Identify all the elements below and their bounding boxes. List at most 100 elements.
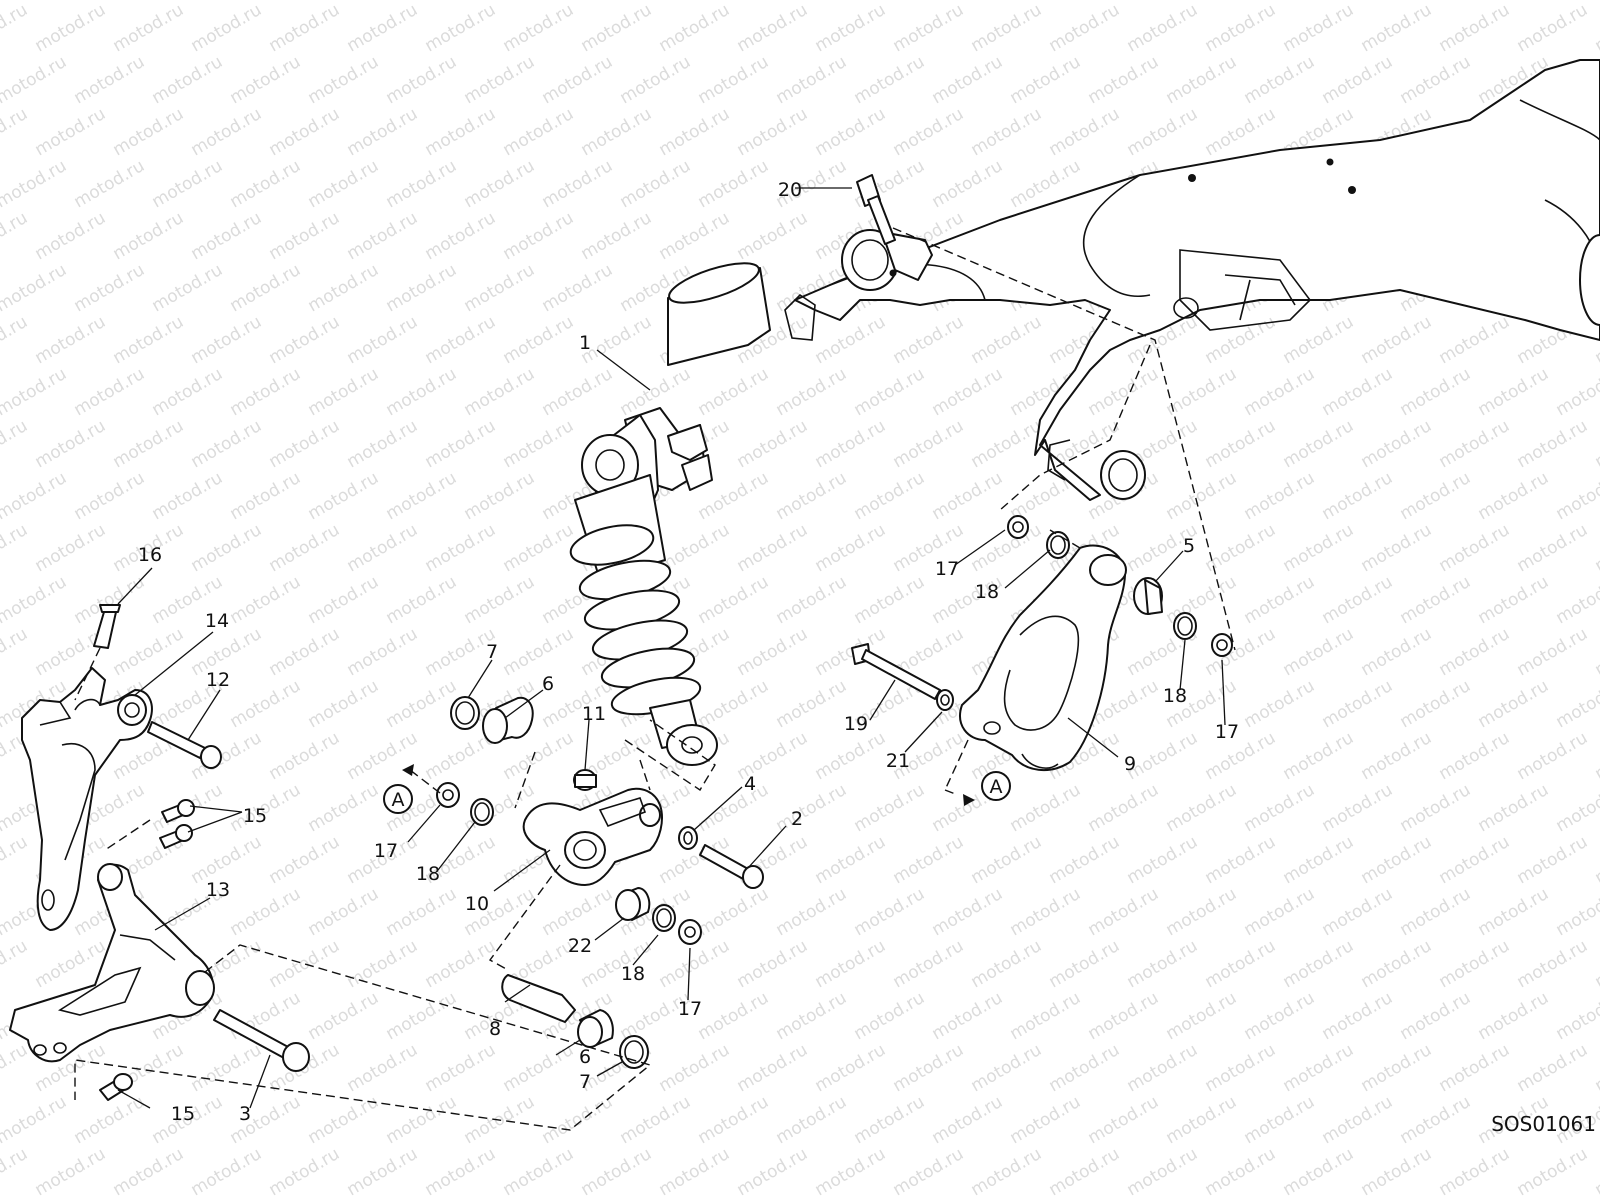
watermark-text: motod.ru: [1319, 0, 1397, 4]
watermark-text: motod.ru: [1280, 1144, 1358, 1200]
watermark-text: motod.ru: [968, 312, 1046, 368]
watermark-text: motod.ru: [1514, 624, 1592, 680]
watermark-text: motod.ru: [1397, 988, 1475, 1044]
watermark-text: motod.ru: [1319, 676, 1397, 732]
watermark-text: motod.ru: [695, 1092, 773, 1148]
part-labels: 1 2 3 4 5 6 7 8 9 10 11 12 13 14 15 15 1…: [138, 179, 1239, 1125]
watermark-text: motod.ru: [0, 104, 31, 160]
part-label-5: 5: [1183, 535, 1195, 557]
watermark-text: motod.ru: [110, 416, 188, 472]
watermark-text: motod.ru: [1046, 1040, 1124, 1096]
watermark-text: motod.ru: [929, 364, 1007, 420]
watermark-text: motod.ru: [305, 156, 383, 212]
watermark-text: motod.ru: [1007, 884, 1085, 940]
reference-marker-left: A: [383, 764, 414, 814]
watermark-text: motod.ru: [422, 312, 500, 368]
watermark-text: motod.ru: [1241, 0, 1319, 4]
watermark-text: motod.ru: [32, 0, 110, 56]
watermark-text: motod.ru: [1124, 1040, 1202, 1096]
watermark-text: motod.ru: [1202, 936, 1280, 992]
watermark-text: motod.ru: [890, 832, 968, 888]
watermark-text: motod.ru: [110, 624, 188, 680]
watermark-text: motod.ru: [422, 1144, 500, 1200]
watermark-text: motod.ru: [305, 780, 383, 836]
watermark-text: motod.ru: [383, 676, 461, 732]
watermark-text: motod.ru: [344, 1040, 422, 1096]
watermark-text: motod.ru: [461, 156, 539, 212]
watermark-text: motod.ru: [344, 208, 422, 264]
watermark-text: motod.ru: [773, 1092, 851, 1148]
watermark-text: motod.ru: [422, 104, 500, 160]
watermark-text: motod.ru: [1241, 884, 1319, 940]
watermark-text: motod.ru: [1163, 468, 1241, 524]
watermark-text: motod.ru: [266, 312, 344, 368]
watermark-text: motod.ru: [32, 1144, 110, 1200]
watermark-text: motod.ru: [1280, 1040, 1358, 1096]
part-label-6: 6: [542, 673, 554, 695]
watermark-text: motod.ru: [851, 52, 929, 108]
watermark-text: motod.ru: [851, 988, 929, 1044]
watermark-text: motod.ru: [1475, 0, 1553, 4]
part-label-17: 17: [1215, 721, 1239, 743]
part-label-3: 3: [239, 1103, 251, 1125]
watermark-text: motod.ru: [1553, 780, 1600, 836]
watermark-text: motod.ru: [344, 624, 422, 680]
watermark-text: motod.ru: [227, 52, 305, 108]
watermark-text: motod.ru: [461, 364, 539, 420]
watermark-text: motod.ru: [968, 1144, 1046, 1200]
watermark-text: motod.ru: [695, 780, 773, 836]
watermark-text: motod.ru: [1514, 832, 1592, 888]
watermark-text: motod.ru: [344, 104, 422, 160]
watermark-text: motod.ru: [1319, 52, 1397, 108]
watermark-text: motod.ru: [1124, 1144, 1202, 1200]
bolt-16: [93, 604, 121, 649]
watermark-text: motod.ru: [890, 1144, 968, 1200]
watermark-text: motod.ru: [1436, 0, 1514, 56]
watermark-text: motod.ru: [1514, 936, 1592, 992]
watermark-text: motod.ru: [461, 0, 539, 4]
watermark-text: motod.ru: [0, 468, 70, 524]
watermark-text: motod.ru: [1514, 1144, 1592, 1200]
watermark-text: motod.ru: [1241, 52, 1319, 108]
watermark-text: motod.ru: [227, 468, 305, 524]
watermark-text: motod.ru: [0, 312, 31, 368]
watermark-text: motod.ru: [812, 936, 890, 992]
watermark-text: motod.ru: [1319, 780, 1397, 836]
watermark-text: motod.ru: [656, 936, 734, 992]
watermark-text: motod.ru: [1124, 936, 1202, 992]
watermark-text: motod.ru: [656, 1144, 734, 1200]
watermark-text: motod.ru: [968, 832, 1046, 888]
watermark-text: motod.ru: [1475, 676, 1553, 732]
watermark-text: motod.ru: [656, 104, 734, 160]
watermark-text: motod.ru: [968, 1040, 1046, 1096]
watermark-text: motod.ru: [539, 260, 617, 316]
part-label-18: 18: [621, 963, 645, 985]
part-label-7: 7: [579, 1071, 591, 1093]
watermark-text: motod.ru: [1280, 520, 1358, 576]
watermark-text: motod.ru: [539, 0, 617, 4]
watermark-text: motod.ru: [500, 0, 578, 56]
part-label-6: 6: [579, 1046, 591, 1068]
watermark-text: motod.ru: [539, 156, 617, 212]
watermark-text: motod.ru: [695, 884, 773, 940]
watermark-text: motod.ru: [1514, 416, 1592, 472]
watermark-text: motod.ru: [1124, 0, 1202, 56]
part-label-15: 15: [171, 1103, 195, 1125]
watermark-text: motod.ru: [1358, 0, 1436, 56]
watermark-text: motod.ru: [500, 208, 578, 264]
part-label-18: 18: [975, 581, 999, 603]
watermark-text: motod.ru: [1085, 1092, 1163, 1148]
watermark-text: motod.ru: [734, 0, 812, 56]
watermark-text: motod.ru: [851, 1092, 929, 1148]
watermark-text: motod.ru: [929, 1092, 1007, 1148]
watermark-text: motod.ru: [539, 884, 617, 940]
watermark-text: motod.ru: [734, 936, 812, 992]
watermark-text: motod.ru: [1163, 572, 1241, 628]
watermark-text: motod.ru: [1319, 988, 1397, 1044]
watermark-text: motod.ru: [695, 156, 773, 212]
watermark-text: motod.ru: [1163, 884, 1241, 940]
watermark-text: motod.ru: [734, 104, 812, 160]
watermark-text: motod.ru: [1280, 936, 1358, 992]
part-label-18: 18: [416, 863, 440, 885]
watermark-text: motod.ru: [0, 52, 70, 108]
